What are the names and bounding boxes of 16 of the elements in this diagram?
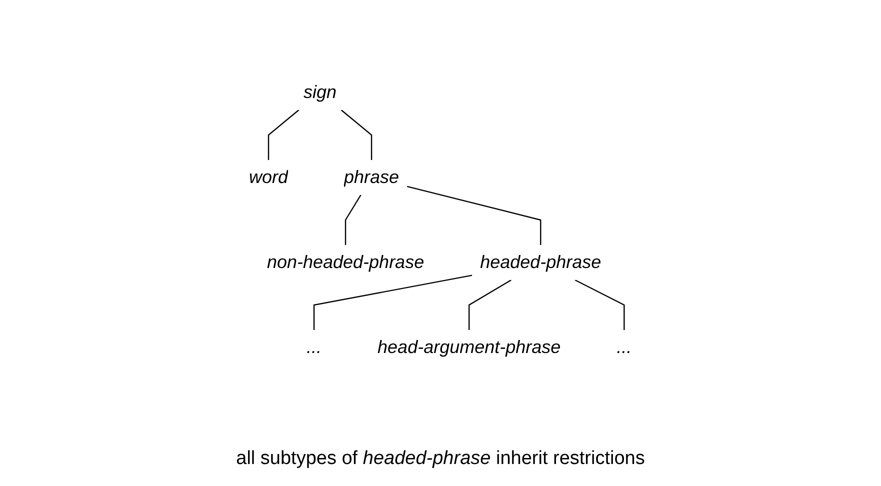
connector: [268, 110, 300, 160]
node-text: headed-phrase: [480, 252, 602, 272]
node-text: word: [249, 166, 288, 187]
node-text: ...: [306, 336, 322, 357]
connector: [574, 279, 625, 330]
node-text: phrase: [344, 166, 400, 187]
node-text: head-argument-phrase: [378, 336, 561, 357]
caption: all subtypes of headed-phrase inherit restrictions: [236, 448, 645, 470]
node-text: sign: [304, 82, 337, 102]
node-text: ...: [616, 336, 632, 357]
connector: [345, 194, 362, 245]
connector: [407, 186, 542, 245]
connector: [468, 279, 512, 330]
node-text: non-headed-phrase: [267, 252, 424, 272]
connector: [341, 110, 372, 160]
connector: [314, 274, 472, 330]
